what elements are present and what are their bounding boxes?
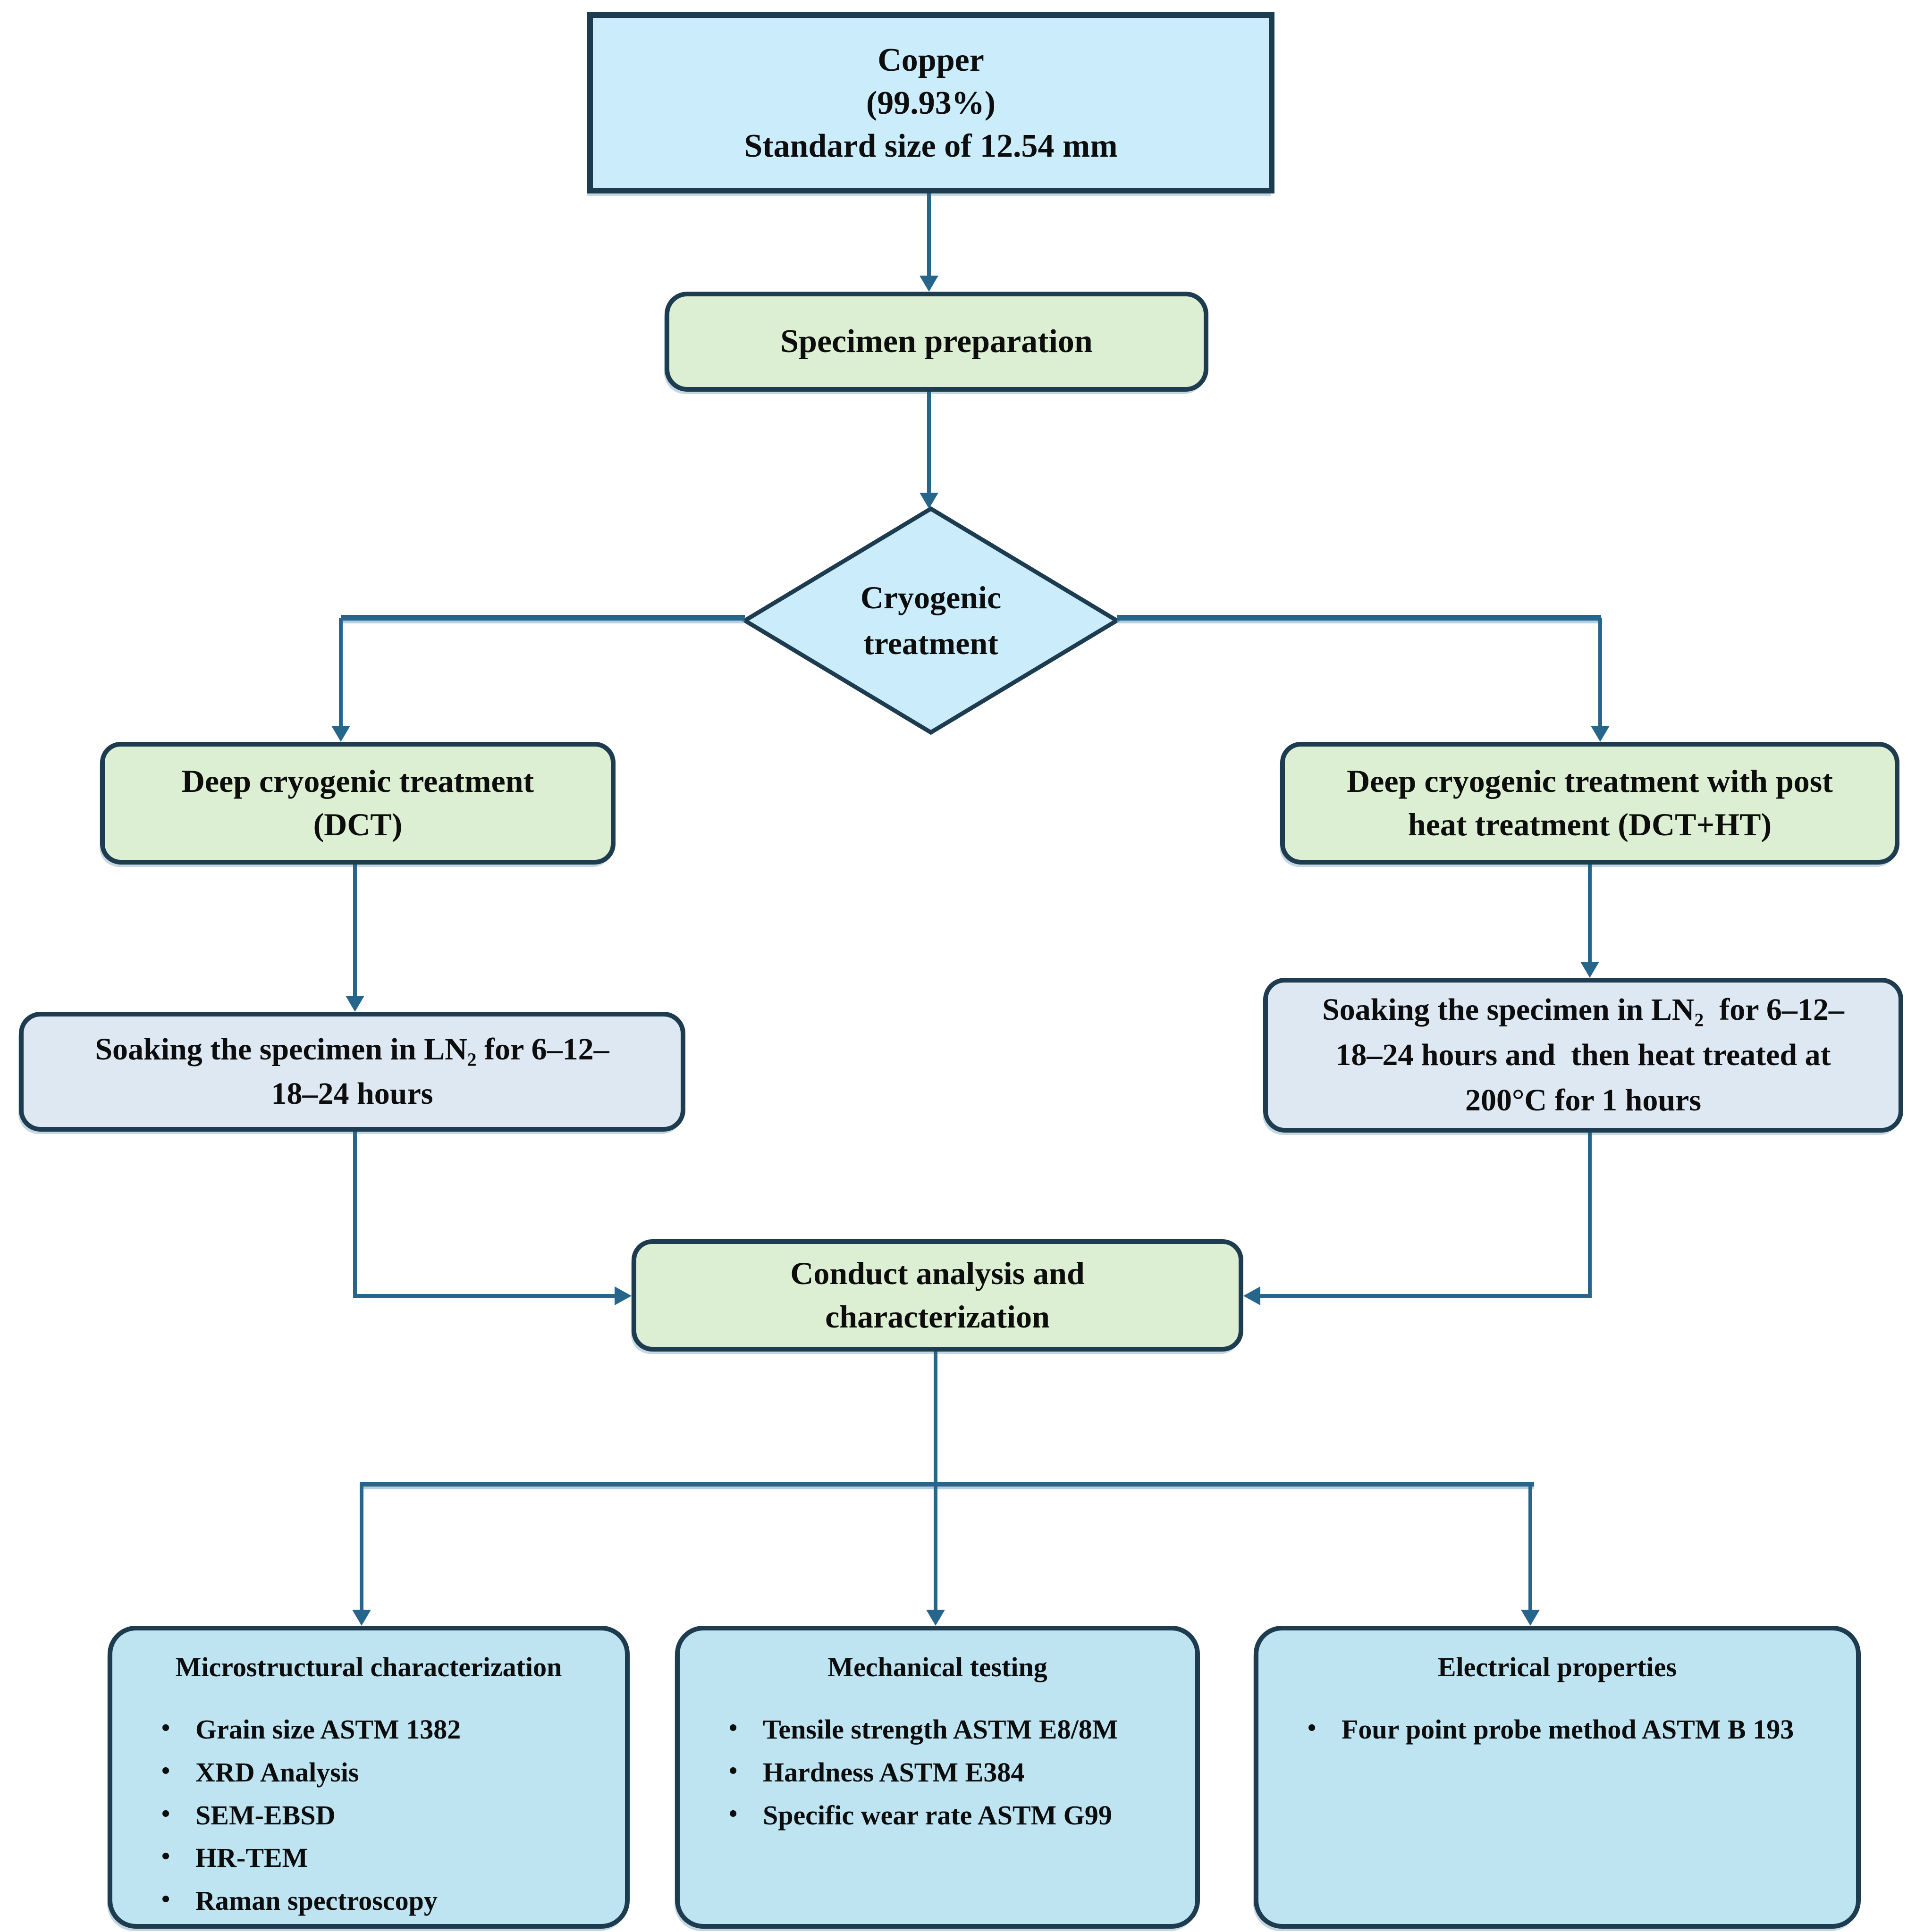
bullet-item: Four point probe method ASTM B 193: [1306, 1715, 1794, 1744]
arrowhead-decision-to-dct: [331, 726, 350, 742]
connector-soaking-dct-down: [353, 1132, 357, 1298]
arrowhead-to-mechanical: [926, 1610, 945, 1626]
node-dct-ht-text-line: Deep cryogenic treatment with post: [1347, 763, 1833, 799]
decision-text-line: treatment: [863, 625, 998, 661]
node-soaking-dct-ht-text-line: Soaking the specimen in LN₂ for 6–12–: [1322, 992, 1844, 1027]
node-soaking-dct-ht: Soaking the specimen in LN₂ for 6–12– 18–…: [1263, 978, 1903, 1133]
electrical-title: Electrical properties: [1437, 1652, 1677, 1682]
arrowhead-copper-to-specimen: [920, 276, 938, 292]
microstructural-title: Microstructural characterization: [175, 1652, 562, 1682]
node-copper-material: Copper (99.93%) Standard size of 12.54 mm: [587, 12, 1274, 193]
connector-dct-ht-to-soaking: [1588, 865, 1592, 962]
node-soaking-dct-ht-text-line: 18–24 hours and then heat treated at: [1335, 1038, 1831, 1073]
bullet-item: SEM-EBSD: [160, 1801, 336, 1830]
bullet-item: XRD Analysis: [160, 1758, 359, 1787]
node-soaking-dct-text-line: 18–24 hours: [271, 1076, 433, 1111]
node-conduct-text-line: characterization: [825, 1299, 1050, 1335]
arrowhead-specimen-to-decision: [920, 493, 938, 509]
connector-conduct-down: [934, 1352, 937, 1486]
node-specimen-preparation-label: Specimen preparation: [780, 323, 1093, 360]
bullet-item: Hardness ASTM E384: [727, 1758, 1024, 1787]
node-deep-cryogenic-treatment-post-heat: Deep cryogenic treatment with post heat t…: [1280, 742, 1899, 865]
connector-split-to-microstructural: [360, 1482, 363, 1610]
node-cryogenic-treatment-decision: Cryogenic treatment: [742, 506, 1120, 735]
node-copper-text-line: Standard size of 12.54 mm: [744, 127, 1118, 164]
bullet-item: Grain size ASTM 1382: [160, 1715, 461, 1744]
bullet-item: Tensile strength ASTM E8/8M: [727, 1715, 1118, 1744]
electrical-bullet-list: Four point probe method ASTM B 193: [1273, 1715, 1842, 1744]
connector-decision-right-vertical: [1598, 618, 1602, 726]
arrowhead-left-into-conduct: [615, 1286, 632, 1305]
connector-specimen-to-decision: [927, 392, 931, 493]
node-mechanical-testing: Mechanical testing Tensile strength ASTM…: [675, 1626, 1200, 1929]
bullet-item: Specific wear rate ASTM G99: [727, 1801, 1112, 1830]
node-copper-text-line: (99.93%): [866, 84, 996, 121]
connector-copper-to-specimen: [927, 193, 931, 276]
node-electrical-properties: Electrical properties Four point probe m…: [1254, 1626, 1861, 1929]
arrowhead-dct-to-soaking: [346, 996, 364, 1012]
node-deep-cryogenic-treatment: Deep cryogenic treatment (DCT): [100, 742, 616, 865]
node-dct-text-line: (DCT): [313, 806, 403, 842]
connector-decision-right-horizontal: [1117, 615, 1601, 621]
node-conduct-text-line: Conduct analysis and: [790, 1255, 1085, 1292]
decision-diamond-polygon: [742, 506, 1120, 735]
arrowhead-dct-ht-to-soaking: [1580, 962, 1599, 978]
node-soaking-dct: Soaking the specimen in LN₂ for 6–12– 18–…: [19, 1012, 685, 1132]
connector-soaking-dct-ht-down: [1588, 1133, 1592, 1298]
node-soaking-dct-ht-text-line: 200°C for 1 hours: [1465, 1083, 1702, 1117]
bullet-item: Raman spectroscopy: [160, 1886, 438, 1915]
node-conduct-analysis: Conduct analysis and characterization: [632, 1239, 1243, 1352]
connector-soaking-dct-to-conduct: [353, 1294, 615, 1298]
node-dct-text-line: Deep cryogenic treatment: [181, 763, 534, 799]
connector-soaking-dct-ht-to-conduct: [1260, 1294, 1592, 1298]
decision-diamond-shape: [742, 506, 1120, 735]
arrowhead-to-electrical: [1521, 1610, 1540, 1626]
node-copper-text-line: Copper: [878, 42, 984, 78]
connector-dct-to-soaking: [353, 865, 357, 996]
bullet-item: HR-TEM: [160, 1844, 308, 1873]
node-dct-ht-text-line: heat treatment (DCT+HT): [1408, 806, 1772, 842]
decision-text-line: Cryogenic: [860, 580, 1002, 616]
node-specimen-preparation: Specimen preparation: [665, 292, 1208, 392]
connector-decision-left-horizontal: [341, 615, 745, 621]
connector-decision-left-vertical: [339, 618, 343, 726]
connector-split-to-electrical: [1528, 1482, 1532, 1610]
connector-split-horizontal: [360, 1482, 1534, 1487]
arrowhead-right-into-conduct: [1243, 1286, 1260, 1305]
microstructural-bullet-list: Grain size ASTM 1382XRD AnalysisSEM-EBSD…: [127, 1715, 611, 1915]
connector-split-to-mechanical: [934, 1487, 937, 1610]
arrowhead-decision-to-dct-ht: [1591, 726, 1610, 742]
arrowhead-to-microstructural: [352, 1610, 371, 1626]
node-microstructural-characterization: Microstructural characterization Grain s…: [108, 1626, 630, 1929]
mechanical-title: Mechanical testing: [827, 1652, 1047, 1682]
node-soaking-dct-text-line: Soaking the specimen in LN₂ for 6–12–: [95, 1032, 609, 1067]
mechanical-bullet-list: Tensile strength ASTM E8/8M Hardness ASTM…: [694, 1715, 1181, 1830]
